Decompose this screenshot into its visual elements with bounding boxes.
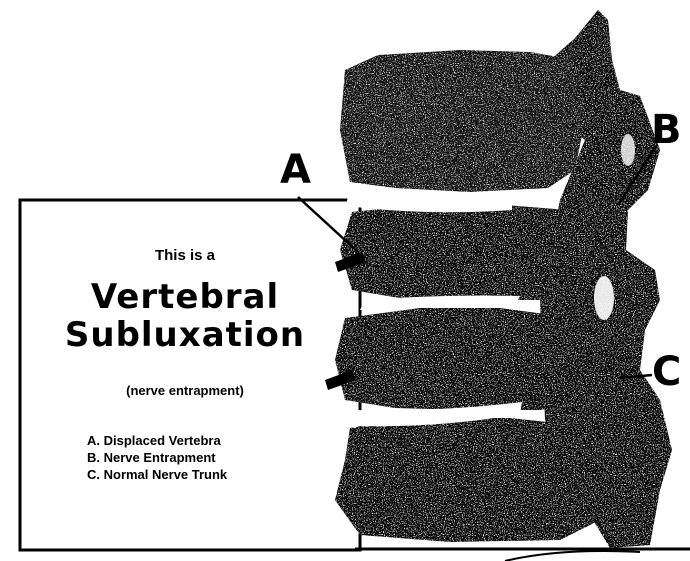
disc-1 xyxy=(346,196,512,212)
upper-vertebra xyxy=(340,50,585,192)
vertebral-column xyxy=(335,10,672,548)
legend-item-b: B. Nerve Entrapment xyxy=(87,449,227,466)
title-line-2: Subluxation xyxy=(20,316,350,354)
legend-item-c: C. Normal Nerve Trunk xyxy=(87,466,227,483)
diagram-subtitle: (nerve entrapment) xyxy=(20,383,350,398)
diagram-title: Vertebral Subluxation xyxy=(20,278,350,354)
title-line-1: Vertebral xyxy=(20,278,350,316)
intro-text: This is a xyxy=(20,247,350,264)
facet-highlight-2 xyxy=(621,134,635,166)
callout-c: C xyxy=(652,352,681,392)
displaced-vertebra xyxy=(340,205,590,300)
bottom-vertebra xyxy=(335,418,610,542)
lower-vertebra xyxy=(335,308,600,410)
facet-highlight xyxy=(594,276,614,320)
legend-list: A. Displaced Vertebra B. Nerve Entrapmen… xyxy=(87,432,227,483)
base-arc xyxy=(505,551,640,561)
legend-item-a: A. Displaced Vertebra xyxy=(87,432,227,449)
callout-a: A xyxy=(280,150,311,190)
disc-2 xyxy=(360,296,520,311)
callout-b: B xyxy=(651,110,682,150)
